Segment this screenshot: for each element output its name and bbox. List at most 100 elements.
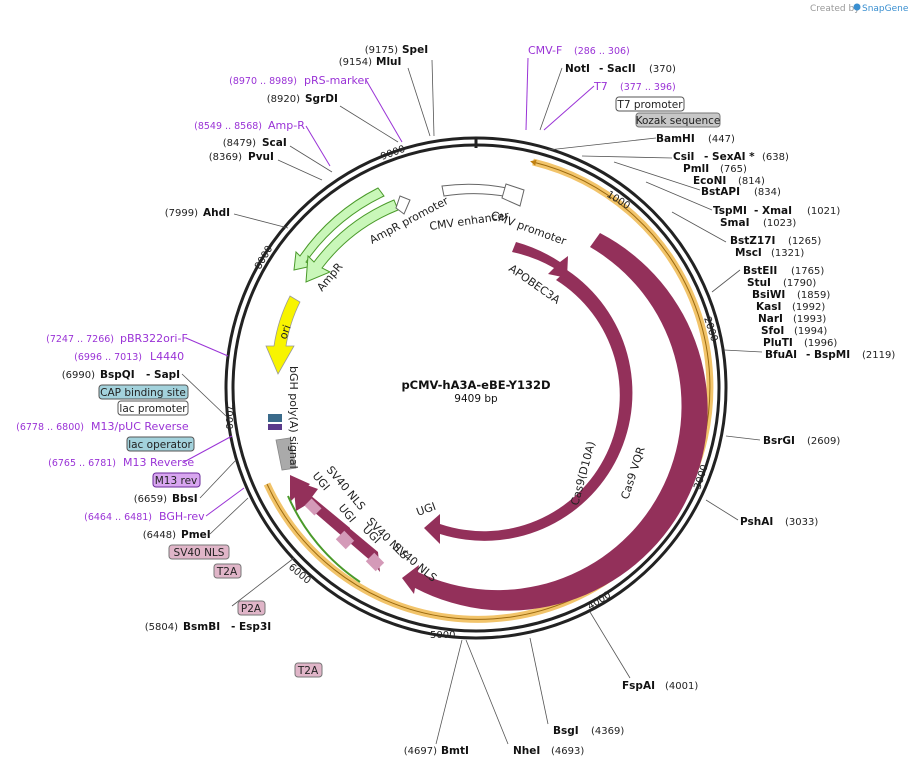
svg-text:(447): (447) xyxy=(708,134,735,145)
sv40-nls-block-3 xyxy=(304,498,322,516)
svg-text:(7247 .. 7266): (7247 .. 7266) xyxy=(46,334,114,345)
leader-tspmi xyxy=(645,181,713,211)
svg-text:(4693): (4693) xyxy=(551,746,584,757)
svg-text:(1790): (1790) xyxy=(783,278,816,289)
svg-text:BamHI: BamHI xyxy=(656,133,695,145)
svg-text:CAP binding site: CAP binding site xyxy=(100,387,186,399)
leader-bsteii xyxy=(711,269,741,293)
svg-text:(6659): (6659) xyxy=(134,494,167,505)
svg-text:(834): (834) xyxy=(754,187,781,198)
svg-text:(8479): (8479) xyxy=(223,138,256,149)
box-t2a-1: T2A xyxy=(213,563,242,579)
plasmid-size: 9409 bp xyxy=(454,393,498,405)
apobec3a-arrow xyxy=(512,242,568,278)
svg-text:BsmBI: BsmBI xyxy=(183,621,220,633)
svg-text:(8549 .. 8568): (8549 .. 8568) xyxy=(194,121,262,132)
enzyme-pmei: (6448)PmeI xyxy=(143,529,211,541)
svg-text:(1992): (1992) xyxy=(792,302,825,313)
enzyme-bsgi: BsgI(4369) xyxy=(553,725,624,737)
enzyme-msci: MscI(1321) xyxy=(735,247,804,259)
leader-noti xyxy=(539,67,563,131)
box-t7-promoter: T7 promoter xyxy=(615,96,685,112)
svg-text:T2A: T2A xyxy=(216,566,238,578)
svg-text:T7: T7 xyxy=(593,80,608,93)
svg-text:(286 .. 306): (286 .. 306) xyxy=(574,46,630,57)
bgh-polya-block xyxy=(275,437,297,471)
ampr-arrow xyxy=(305,199,399,283)
leader-sgrdi xyxy=(339,105,399,143)
box-p2a: P2A xyxy=(237,600,266,616)
primer-cmv-f: CMV-F (286 .. 306) xyxy=(528,44,630,57)
box-kozak-sequence: Kozak sequence xyxy=(635,112,721,128)
leader-scai xyxy=(289,145,333,173)
primer-m13-reverse: (6765 .. 6781)M13 Reverse xyxy=(48,456,194,469)
primer-amp-r: (8549 .. 8568) Amp-R xyxy=(194,119,305,132)
svg-text:SfoI: SfoI xyxy=(761,325,784,337)
box-cap-binding-site: CAP binding site xyxy=(98,384,189,400)
ampr-promoter-arrow xyxy=(395,195,411,215)
enzyme-bsrgi: BsrGI(2609) xyxy=(763,435,840,447)
svg-text:- XmaI: - XmaI xyxy=(754,205,792,217)
svg-text:SgrDI: SgrDI xyxy=(305,93,338,105)
svg-text:BstAPI: BstAPI xyxy=(701,186,740,198)
leader-pvui xyxy=(277,159,323,181)
svg-text:(6448): (6448) xyxy=(143,530,176,541)
svg-text:(1859): (1859) xyxy=(797,290,830,301)
leader-bspqi xyxy=(181,373,227,417)
enzyme-pmli: PmlI(765) xyxy=(683,163,747,175)
leader-t7 xyxy=(543,85,595,131)
leader-bsgi xyxy=(529,637,549,725)
svg-text:(7999): (7999) xyxy=(165,208,198,219)
svg-text:Kozak sequence: Kozak sequence xyxy=(636,115,721,127)
svg-text:BGH-rev: BGH-rev xyxy=(159,510,205,523)
enzyme-scai: (8479) ScaI xyxy=(223,137,287,149)
leader-bsrgi xyxy=(725,435,761,441)
svg-text:PluTI: PluTI xyxy=(763,337,793,349)
leader-pbr322ori-f xyxy=(185,337,229,357)
box-lac-promoter: lac promoter xyxy=(117,400,189,416)
svg-text:BsrGI: BsrGI xyxy=(763,435,795,447)
svg-text:CMV-F: CMV-F xyxy=(528,44,562,57)
leader-spei xyxy=(431,59,435,137)
svg-text:(6996 .. 7013): (6996 .. 7013) xyxy=(74,352,142,363)
primer-m13-puc-reverse: (6778 .. 6800)M13/pUC Reverse xyxy=(16,420,189,433)
leader-bbsi xyxy=(199,459,237,499)
enzyme-bfuai: BfuAI- BspMI(2119) xyxy=(765,349,895,361)
svg-text:ScaI: ScaI xyxy=(262,137,287,149)
enzyme-bsiwi: BsiWI(1859) xyxy=(752,289,830,301)
svg-text:PmlI: PmlI xyxy=(683,163,709,175)
enzyme-pshai: PshAI(3033) xyxy=(740,516,818,528)
enzyme-bstz17i: BstZ17I(1265) xyxy=(730,235,821,247)
svg-text:AhdI: AhdI xyxy=(203,207,230,219)
svg-text:(8369): (8369) xyxy=(209,152,242,163)
sv40-nls-block-2 xyxy=(335,530,355,550)
primer-pbr322ori-f: (7247 .. 7266)pBR322ori-F xyxy=(46,332,188,345)
svg-text:BfuAI: BfuAI xyxy=(765,349,797,361)
svg-text:(9154): (9154) xyxy=(339,57,372,68)
leader-bmti xyxy=(435,639,463,745)
svg-text:(6765 .. 6781): (6765 .. 6781) xyxy=(48,458,116,469)
credit-text: Created by xyxy=(810,4,860,14)
cap-site-block xyxy=(268,414,282,422)
snapgene-logo-icon xyxy=(853,3,861,11)
svg-text:Amp-R: Amp-R xyxy=(268,119,305,132)
primer-prs-marker: (8970 .. 8989)pRS-marker xyxy=(229,74,369,87)
svg-text:(1265): (1265) xyxy=(788,236,821,247)
box-sv40-nls: SV40 NLS xyxy=(168,544,230,560)
leader-fspai xyxy=(589,611,631,679)
svg-text:MluI: MluI xyxy=(376,56,401,68)
svg-text:NarI: NarI xyxy=(758,313,783,325)
svg-text:PvuI: PvuI xyxy=(248,151,274,163)
primer-bgh-rev: (6464 .. 6481)BGH-rev xyxy=(84,510,205,523)
enzyme-bamhi: BamHI (447) xyxy=(656,133,735,145)
svg-text:lac operator: lac operator xyxy=(128,439,192,451)
cas9-vqr-label: Cas9 VQR xyxy=(618,445,647,501)
enzyme-stui: StuI(1790) xyxy=(747,277,816,289)
lac-block xyxy=(268,424,282,430)
svg-text:FspAI: FspAI xyxy=(622,680,655,692)
leader-pshai xyxy=(705,499,739,521)
enzyme-spei: (9175)SpeI xyxy=(365,44,428,56)
leader-pmei xyxy=(209,497,249,535)
svg-text:(638): (638) xyxy=(762,152,789,163)
leader-nhei xyxy=(465,639,509,745)
